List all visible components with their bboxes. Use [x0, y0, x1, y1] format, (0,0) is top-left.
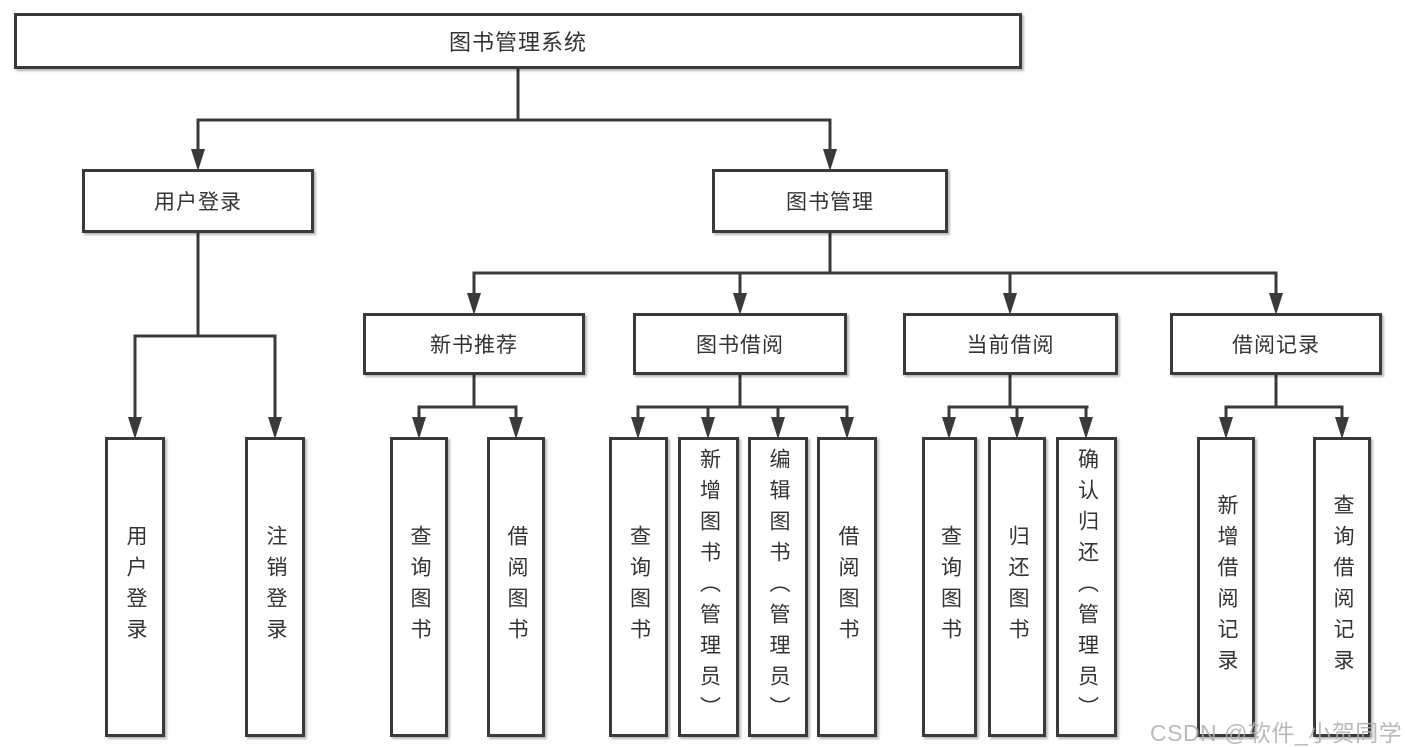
node-label: 借阅记录	[1232, 334, 1320, 357]
node-current-borrow: 当前借阅	[903, 313, 1118, 375]
leaf-query-books-current: 查询图书	[922, 437, 977, 737]
leaf-query-borrow-record: 查询借阅记录	[1313, 437, 1371, 737]
node-label: 查询图书	[627, 525, 651, 649]
node-library-management-system: 图书管理系统	[14, 13, 1022, 69]
node-label: 编辑图书（管理员）	[767, 447, 790, 727]
connector-root-to-level2	[196, 68, 832, 155]
node-label: 归还图书	[1006, 525, 1029, 649]
leaf-add-books-admin: 新增图书（管理员）	[678, 437, 739, 737]
node-label: 借阅图书	[836, 525, 859, 649]
node-label: 新增借阅记录	[1215, 494, 1238, 680]
arrowheads	[128, 149, 1349, 439]
node-label: 用户登录	[154, 191, 242, 214]
node-label: 用户登录	[124, 525, 147, 649]
leaf-query-books-recommend: 查询图书	[390, 437, 448, 737]
leaf-borrow-books-recommend: 借阅图书	[487, 437, 545, 737]
node-label: 确认归还（管理员）	[1075, 447, 1099, 727]
connector-book-mgmt-to-level3	[472, 232, 1278, 299]
node-label: 图书管理系统	[448, 30, 587, 55]
leaf-logout: 注销登录	[245, 437, 305, 737]
node-label: 新增图书（管理员）	[697, 447, 721, 727]
node-label: 查询图书	[408, 525, 431, 649]
connector-new-rec-to-leaves	[417, 374, 518, 423]
node-label: 当前借阅	[966, 334, 1055, 357]
node-borrow-records: 借阅记录	[1170, 313, 1382, 375]
node-label: 借阅图书	[505, 525, 528, 649]
node-label: 查询图书	[938, 525, 962, 649]
node-book-borrow: 图书借阅	[633, 313, 847, 375]
csdn-watermark: CSDN @软件_小贺同学	[1150, 720, 1403, 746]
node-book-management: 图书管理	[712, 169, 948, 233]
leaf-edit-books-admin: 编辑图书（管理员）	[748, 437, 808, 737]
node-label: 图书借阅	[696, 334, 784, 357]
node-label: 查询借阅记录	[1331, 494, 1354, 680]
leaf-confirm-return-admin: 确认归还（管理员）	[1056, 437, 1117, 737]
connector-current-to-leaves	[947, 374, 1089, 423]
node-label: 图书管理	[786, 191, 874, 214]
node-new-book-recommend: 新书推荐	[363, 313, 585, 375]
node-user-login: 用户登录	[82, 169, 314, 233]
leaf-user-login: 用户登录	[105, 437, 165, 737]
connector-records-to-leaves	[1224, 374, 1344, 423]
connector-user-login-to-leaves	[133, 232, 277, 423]
leaf-add-borrow-record: 新增借阅记录	[1197, 437, 1255, 737]
leaf-return-books: 归还图书	[988, 437, 1046, 737]
leaf-query-books-borrow: 查询图书	[609, 437, 668, 737]
connector-borrow-to-leaves	[636, 374, 849, 423]
node-label: 注销登录	[264, 525, 287, 649]
node-label: 新书推荐	[430, 334, 518, 357]
leaf-borrow-books: 借阅图书	[817, 437, 877, 737]
